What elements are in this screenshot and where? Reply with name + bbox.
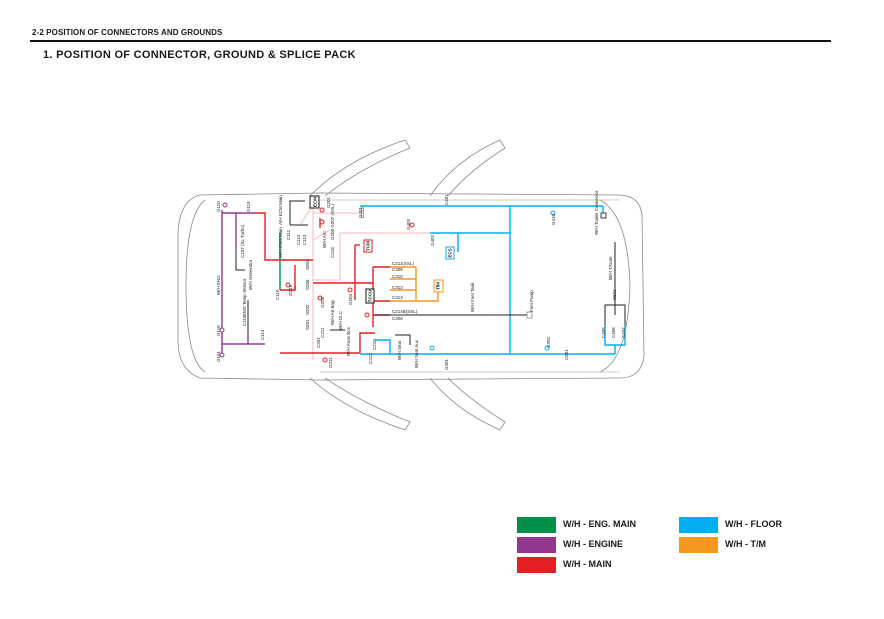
label: G403 bbox=[406, 218, 411, 230]
label: W/H Air Bag bbox=[330, 300, 335, 325]
label: C212 bbox=[368, 353, 373, 364]
label: S204 bbox=[305, 259, 310, 270]
label: W/H Fuse Box bbox=[346, 326, 351, 356]
label: S206 bbox=[305, 279, 310, 290]
label: W/H Trailer Connector bbox=[594, 190, 599, 235]
legend-swatch-eng-main bbox=[517, 517, 556, 533]
label: C401 bbox=[444, 194, 449, 205]
label: C801 bbox=[564, 349, 569, 360]
label: G410 bbox=[551, 213, 556, 225]
label: EMS Temp Sensor bbox=[242, 278, 247, 316]
ground-markers bbox=[219, 202, 556, 363]
label: G101 bbox=[216, 350, 221, 362]
label: W/H A/C bbox=[322, 230, 327, 248]
page-title: 1. POSITION OF CONNECTOR, GROUND & SPLIC… bbox=[43, 49, 356, 61]
label: C309 bbox=[392, 267, 403, 272]
label: S201 bbox=[305, 319, 310, 330]
legend-swatch-main bbox=[517, 557, 556, 573]
label: C405 bbox=[601, 327, 606, 338]
label: G110 bbox=[216, 201, 221, 212]
label: C213 bbox=[360, 207, 365, 218]
label: C115 bbox=[242, 315, 247, 326]
component-boxes: ECM TCM TCCU ECS T/M bbox=[309, 195, 607, 319]
black-wires bbox=[235, 200, 626, 345]
label: W/H Fuel Tank bbox=[470, 282, 475, 312]
label: C211(SSL) bbox=[392, 261, 414, 266]
ecs-box: ECS bbox=[448, 248, 453, 257]
legend-label-floor: W/H - FLOOR bbox=[725, 519, 782, 529]
label: A/H ECM Main bbox=[278, 195, 283, 225]
tm-box: T/M bbox=[436, 282, 441, 290]
label: G118 bbox=[216, 325, 221, 336]
harness-tm bbox=[390, 266, 439, 302]
section-header: 2-2 POSITION OF CONNECTORS AND GROUNDS bbox=[32, 28, 223, 37]
label: G201 bbox=[326, 196, 331, 208]
label: C313 bbox=[392, 285, 403, 290]
connector-labels: W/H ENG G110 G119 G118 G101 C114 C115 EM… bbox=[216, 190, 626, 370]
label: W/H Seat bbox=[397, 340, 402, 360]
label: C306 bbox=[392, 316, 403, 321]
legend-label-main: W/H - MAIN bbox=[563, 559, 612, 569]
legend-swatch-floor bbox=[679, 517, 718, 533]
label: W/H Seat Aux bbox=[414, 339, 419, 368]
label: C201 bbox=[316, 337, 321, 348]
label: C110 bbox=[275, 289, 280, 300]
label: C407 bbox=[621, 327, 626, 338]
legend-swatch-tm bbox=[679, 537, 718, 553]
label-wh-eng: W/H ENG bbox=[216, 275, 221, 295]
label: C112 bbox=[296, 234, 301, 245]
label: C314 bbox=[392, 295, 403, 300]
label: G202 bbox=[320, 296, 325, 308]
label: C107 (SL Turbo) bbox=[240, 224, 245, 258]
label: G402 bbox=[430, 234, 435, 246]
label: W/H ENG Main bbox=[278, 227, 283, 258]
tcm-box: TCM bbox=[366, 241, 371, 251]
label: C406 bbox=[611, 327, 616, 338]
label: G211 bbox=[328, 357, 333, 368]
label: C114 bbox=[260, 329, 265, 340]
label: G119 bbox=[246, 201, 251, 212]
label: G401 bbox=[358, 206, 363, 218]
legend-label-tm: W/H - T/M bbox=[725, 539, 766, 549]
label: G208 G207 (SSL) bbox=[330, 203, 335, 240]
label: W/H T/Gate bbox=[608, 256, 613, 280]
label: G302 bbox=[546, 336, 551, 348]
label: W/H Generator bbox=[248, 259, 253, 290]
legend-swatch-engine bbox=[517, 537, 556, 553]
label: S202 bbox=[305, 304, 310, 315]
label: C214B(SSL) bbox=[392, 309, 418, 314]
label: C211 bbox=[320, 327, 325, 338]
label: G216 bbox=[288, 284, 293, 296]
label: C218 bbox=[330, 247, 335, 258]
label: G301 bbox=[444, 358, 449, 370]
legend-label-engine: W/H - ENGINE bbox=[563, 539, 623, 549]
legend-label-eng-main: W/H - ENG. MAIN bbox=[563, 519, 636, 529]
label: C113 bbox=[302, 234, 307, 245]
label: W/H DLC bbox=[338, 310, 343, 330]
label: S501 bbox=[612, 289, 617, 300]
label: G204 bbox=[348, 293, 353, 305]
label: C210 bbox=[372, 339, 377, 350]
ecm-box: ECM bbox=[313, 197, 318, 207]
harness-floor bbox=[360, 205, 626, 355]
label: C310 bbox=[392, 274, 403, 279]
tccu-box: TCCU bbox=[368, 290, 373, 303]
label: C111 bbox=[286, 229, 291, 240]
label: Fuel Pump bbox=[529, 290, 534, 312]
vehicle-outline bbox=[177, 139, 645, 431]
header-divider bbox=[30, 40, 831, 42]
